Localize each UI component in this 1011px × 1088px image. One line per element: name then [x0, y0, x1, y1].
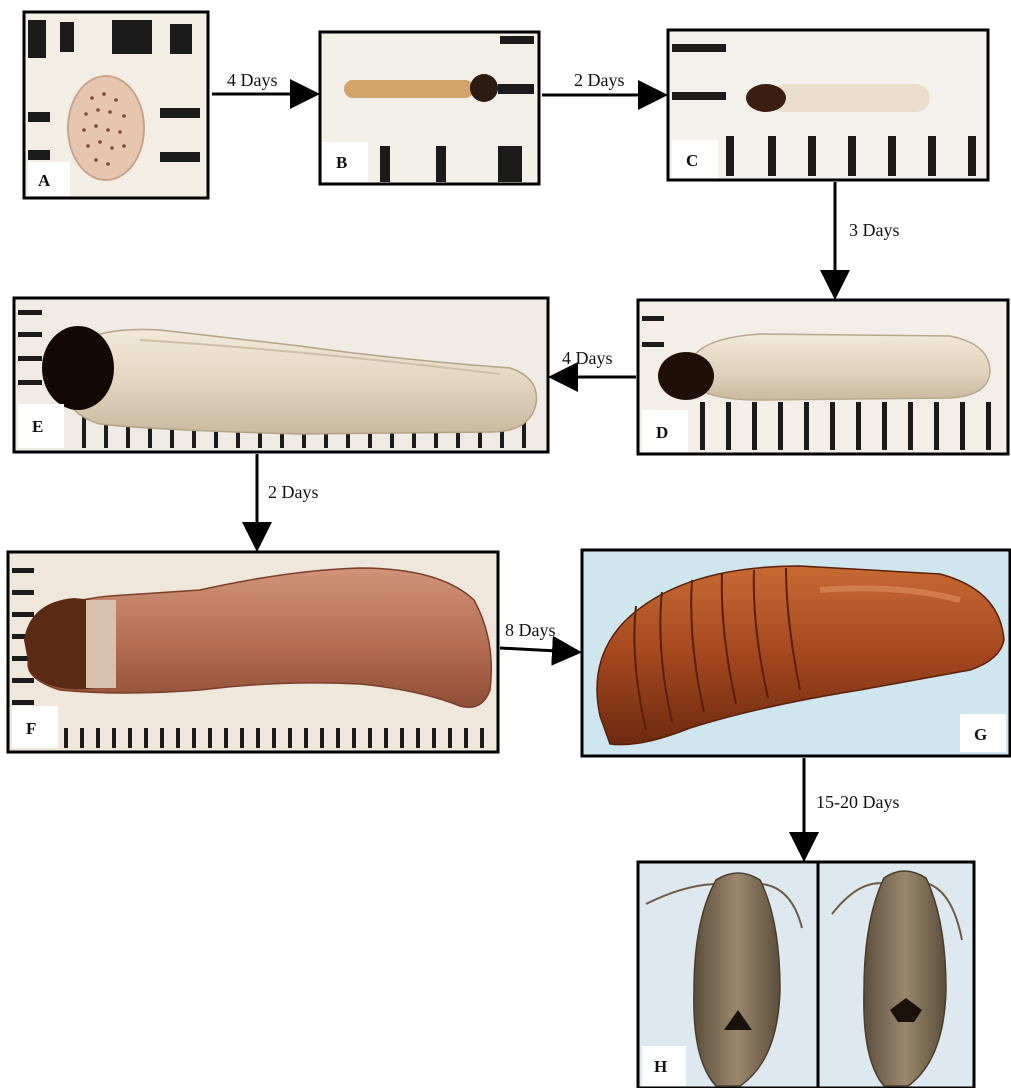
stage-f-letter: F: [26, 719, 36, 738]
stage-c-letter: C: [686, 151, 698, 170]
larva-e-head: [42, 326, 114, 410]
stage-a-letter: A: [38, 171, 51, 190]
stage-c-panel: C: [668, 30, 988, 180]
stage-d-panel: D: [638, 300, 1008, 454]
transition-label-a-b: 4 Days: [227, 70, 278, 90]
stage-e-letter: E: [32, 417, 43, 436]
transition-label-b-c: 2 Days: [574, 70, 625, 90]
larva-b-head: [470, 74, 498, 102]
transition-label-d-e: 4 Days: [562, 348, 613, 368]
stage-b-panel: B: [320, 32, 539, 184]
stage-d-letter: D: [656, 423, 668, 442]
stage-a-panel: A: [24, 12, 208, 198]
stage-f-panel: F: [8, 552, 498, 752]
stage-b-letter: B: [336, 153, 347, 172]
stage-e-panel: E: [14, 298, 548, 452]
stage-g-panel: G: [582, 550, 1010, 756]
stage-h-panel: H: [638, 862, 974, 1088]
moth-right-image: [864, 871, 946, 1086]
transition-label-g-h: 15-20 Days: [816, 792, 900, 812]
stage-g-letter: G: [974, 725, 987, 744]
larva-d-image: [690, 334, 990, 400]
moth-left-image: [694, 873, 780, 1086]
larva-b-image: [344, 80, 474, 98]
stage-h-letter: H: [654, 1057, 667, 1076]
larva-c-image: [770, 84, 930, 112]
transition-label-e-f: 2 Days: [268, 482, 319, 502]
larva-d-head: [658, 352, 714, 400]
larva-c-head: [746, 84, 786, 112]
transition-label-f-g: 8 Days: [505, 620, 556, 640]
arrow-f-to-g: [500, 648, 576, 652]
transition-label-c-d: 3 Days: [849, 220, 900, 240]
egg-image: [68, 76, 144, 180]
